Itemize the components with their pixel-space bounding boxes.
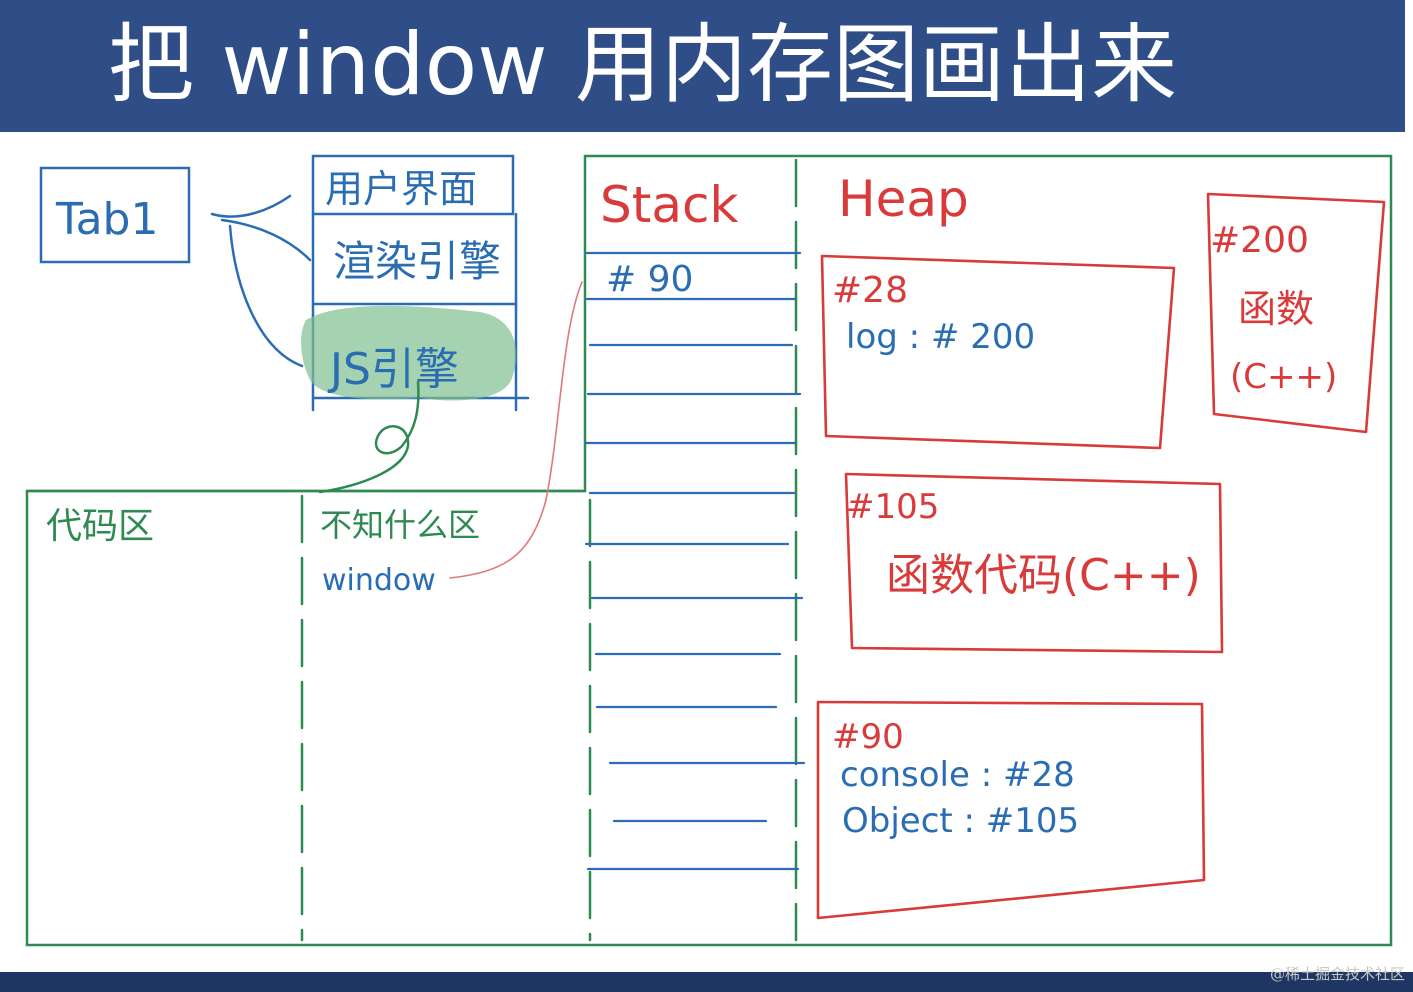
render-engine-box (311, 212, 518, 306)
obj90-address: #90 (832, 717, 904, 757)
obj28-address: #28 (832, 270, 908, 311)
heap-object-28 (820, 254, 1176, 450)
obj105-address: #105 (846, 487, 939, 527)
title-bar: 把 window 用内存图画出来 (0, 0, 1405, 132)
memory-outline (25, 154, 1393, 947)
obj90-line1: console : #28 (840, 755, 1075, 795)
js-engine-wash (301, 305, 517, 401)
ui-label: 用户界面 (325, 167, 477, 211)
obj200-line2: (C++) (1230, 357, 1337, 397)
stack-slots (584, 251, 806, 871)
render-engine-label: 渲染引擎 (333, 237, 501, 286)
heap-object-105 (844, 472, 1224, 654)
tab-connector-render (220, 218, 312, 262)
window-label: window (322, 563, 436, 598)
tab-connector-js (228, 224, 304, 368)
code-area-label: 代码区 (46, 506, 154, 547)
heap-objects (816, 192, 1386, 920)
tab-box (39, 166, 191, 264)
tab-connector-ui (210, 194, 292, 218)
slide-title: 把 window 用内存图画出来 (108, 15, 1177, 115)
window-to-stack-link (449, 281, 583, 579)
ui-box (311, 154, 515, 216)
stack-top-entry: # 90 (606, 259, 693, 300)
obj28-line1: log : # 200 (846, 317, 1035, 357)
heap-label: Heap (838, 170, 969, 228)
js-engine-label: JS引擎 (327, 344, 459, 395)
obj200-line1: 函数 (1238, 287, 1314, 331)
js-engine-memory-link (318, 380, 420, 494)
tab-label: Tab1 (55, 194, 158, 245)
bottom-bar (0, 972, 1413, 992)
heap-object-200 (1206, 192, 1386, 434)
heap-object-90 (816, 700, 1206, 920)
unknown-area-label: 不知什么区 (320, 506, 480, 544)
obj200-address: #200 (1210, 220, 1309, 261)
obj90-line2: Object : #105 (842, 801, 1079, 841)
stack-label: Stack (600, 176, 738, 234)
obj105-line1: 函数代码(C++) (886, 550, 1201, 601)
watermark: @稀土掘金技术社区 (1269, 965, 1405, 983)
